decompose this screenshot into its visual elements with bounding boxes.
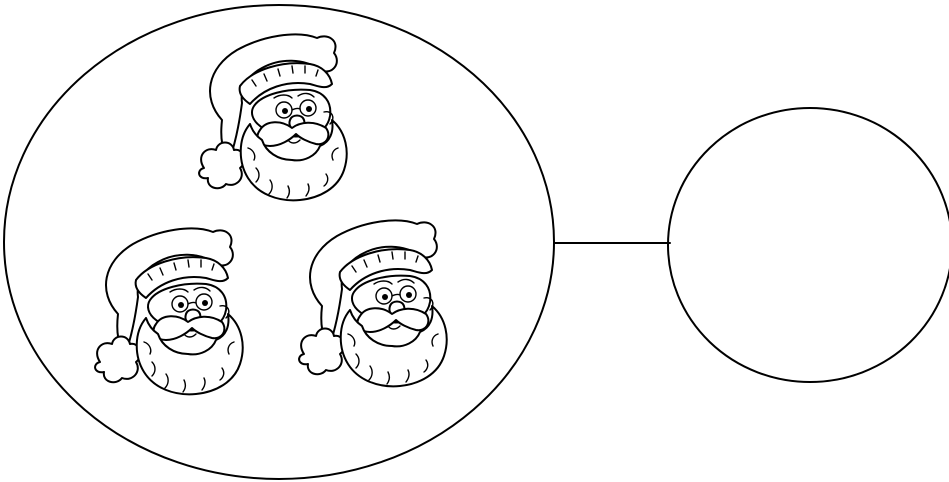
santa-head-icon xyxy=(95,228,243,394)
santa-head-icon xyxy=(199,34,347,200)
santa-head-icon xyxy=(299,220,447,386)
right-group-circle[interactable] xyxy=(668,108,949,382)
